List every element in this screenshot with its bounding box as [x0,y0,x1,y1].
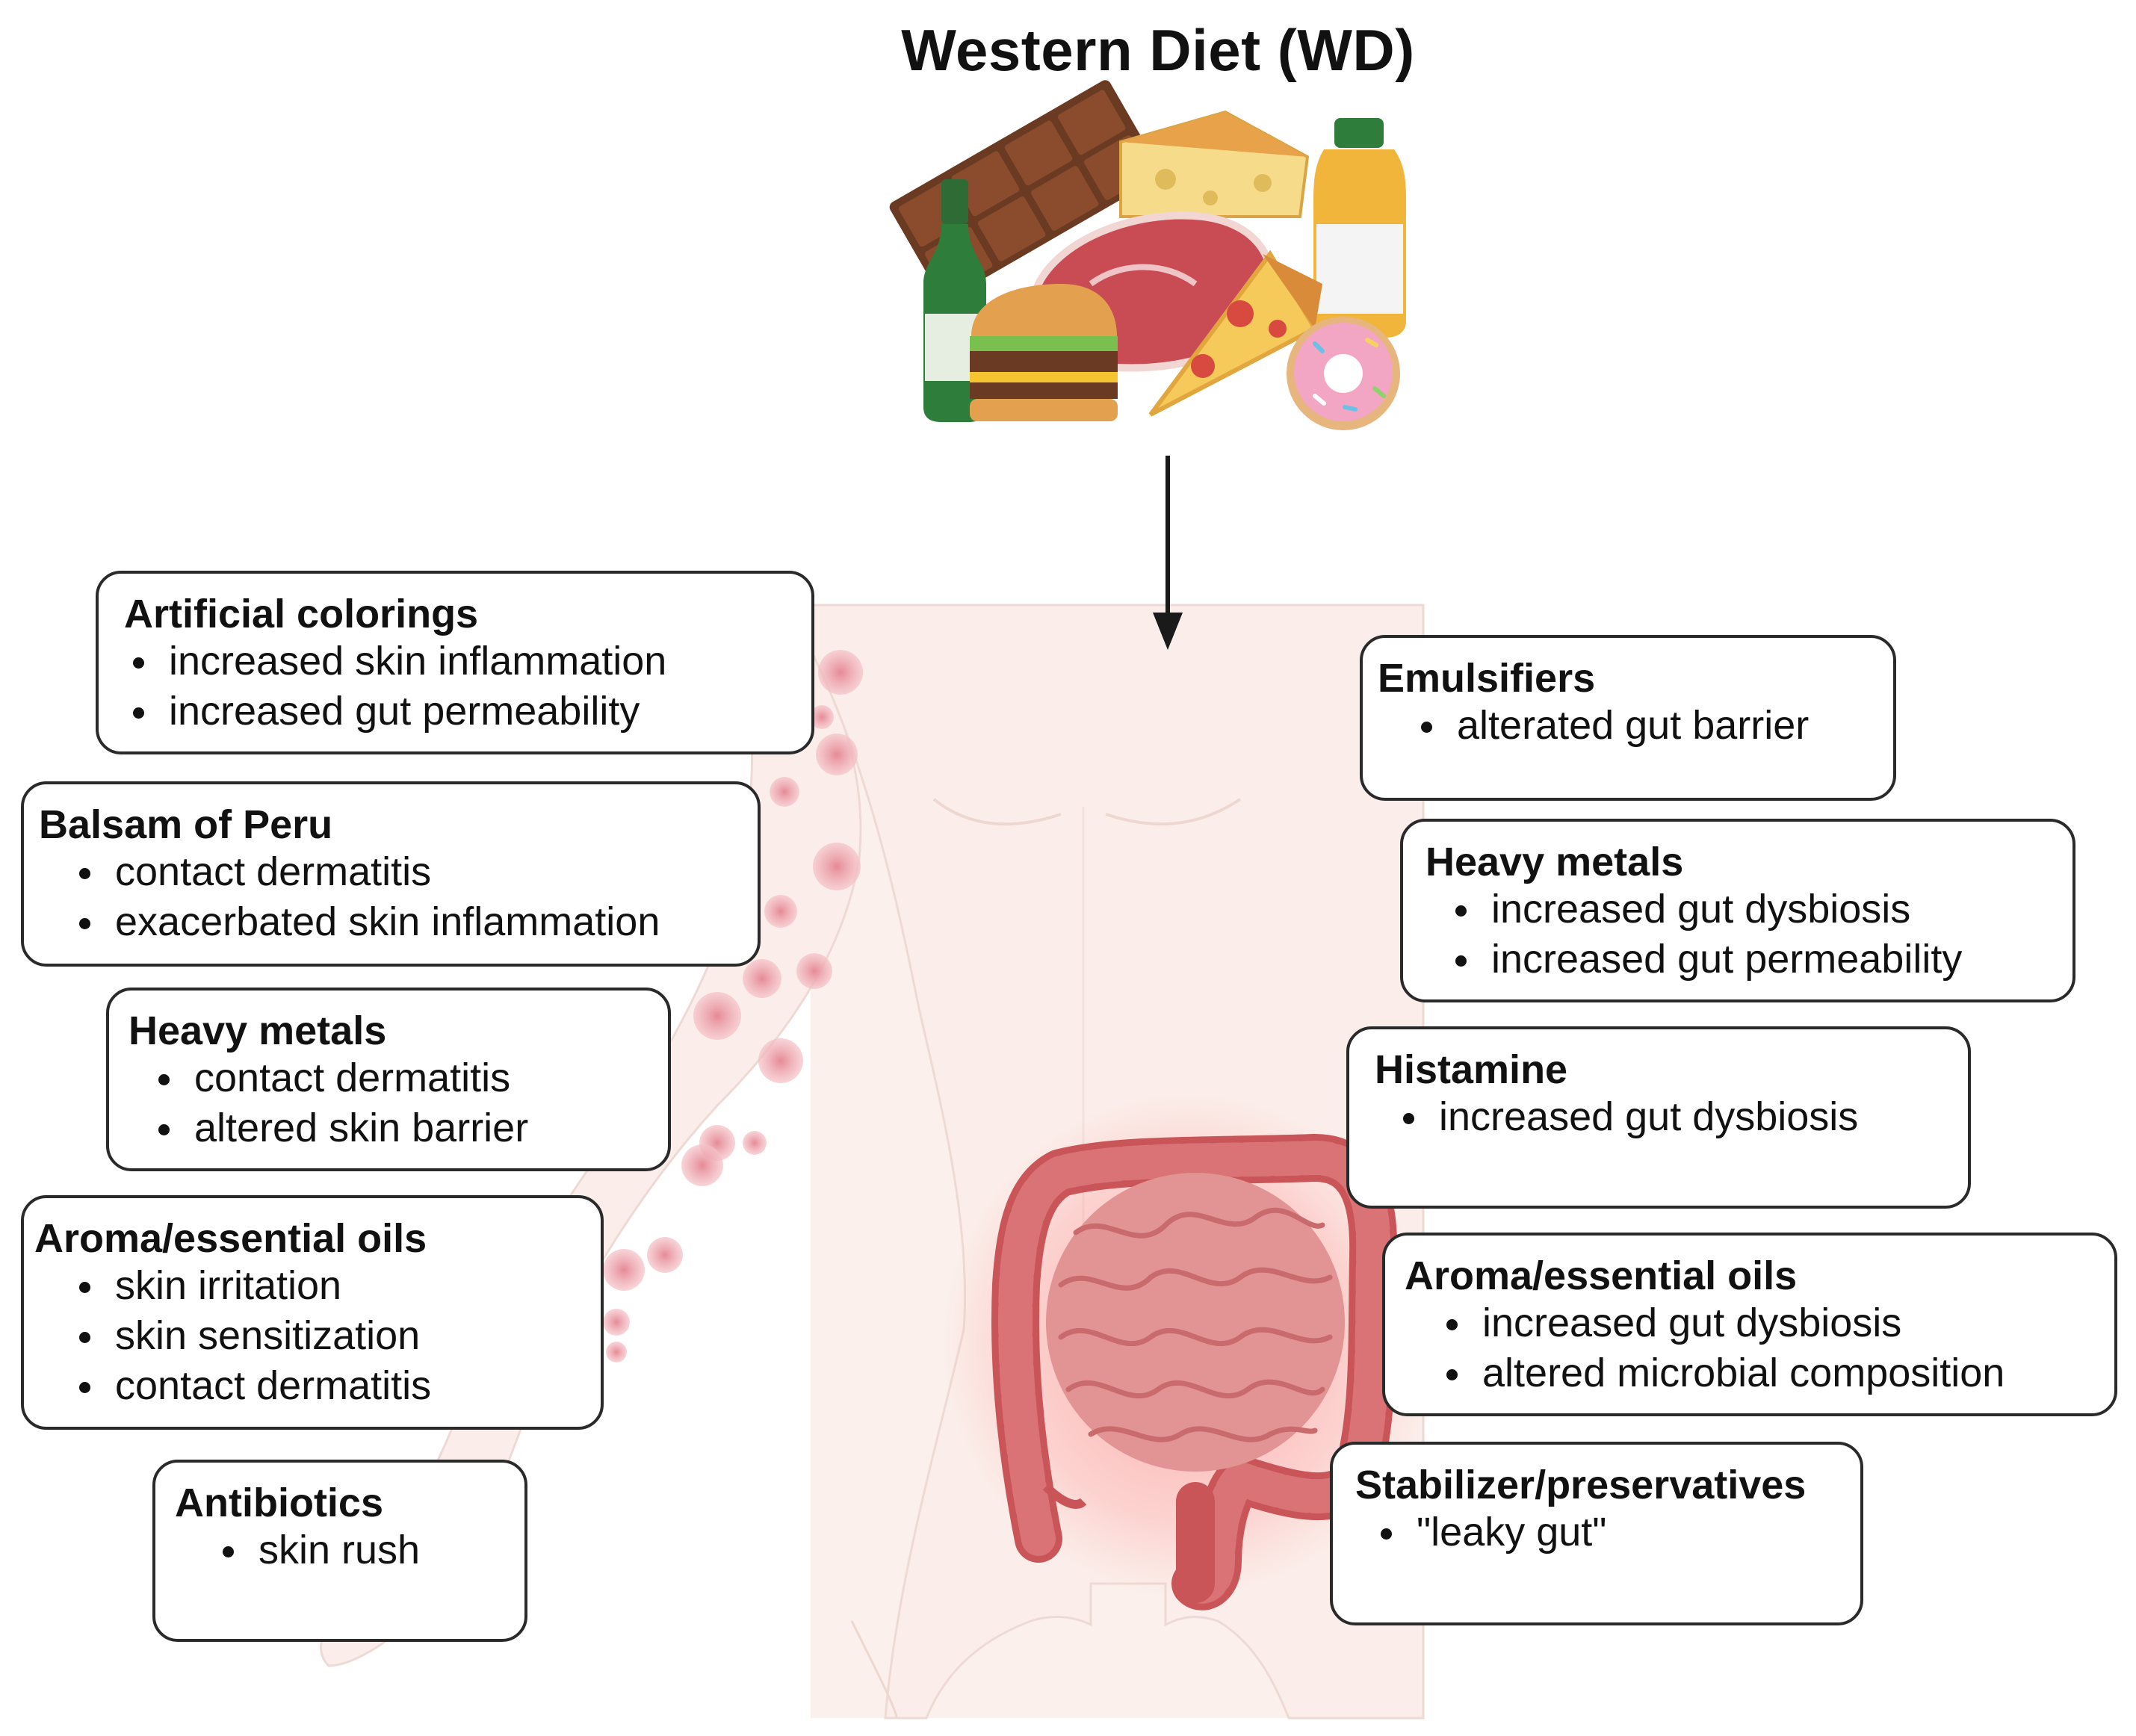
list-item: increased gut permeability [1446,934,2047,985]
skin-rash-spots [603,650,863,1363]
box-heading: Balsam of Peru [39,802,333,847]
box-heading: Antibiotics [175,1481,383,1525]
list-item: contact dermatitis [70,1361,575,1411]
box-heading: Stabilizer/preservatives [1355,1463,1807,1507]
list-item: increased gut dysbiosis [1394,1092,1942,1142]
box-heading: Aroma/essential oils [34,1216,427,1261]
box-heading: Emulsifiers [1378,656,1596,701]
down-arrow [1153,456,1183,650]
western-diet-foods-illustration [889,80,1406,430]
box-heading: Heavy metals [129,1008,387,1053]
list-item: altered skin barrier [149,1103,643,1153]
box-heading: Artificial colorings [124,592,479,636]
box-heading: Heavy metals [1425,840,1684,884]
box-heading: Aroma/essential oils [1405,1253,1798,1298]
box-antibiotics: Antibiotics skin rush [152,1460,527,1642]
box-balsam-of-peru: Balsam of Peru contact dermatitis exacer… [21,781,761,967]
list-item: "leaky gut" [1372,1507,1835,1557]
box-heavy-metals-gut: Heavy metals increased gut dysbiosis inc… [1400,819,2075,1002]
box-artificial-colorings: Artificial colorings increased skin infl… [96,571,814,754]
inflamed-intestines-icon [941,1091,1434,1611]
list-item: increased gut dysbiosis [1446,884,2047,934]
diagram-title: Western Diet (WD) [901,17,1415,83]
box-heading: Histamine [1375,1047,1568,1092]
list-item: alterated gut barrier [1412,701,1868,751]
list-item: increased skin inflammation [124,636,786,686]
box-emulsifiers: Emulsifiers alterated gut barrier [1360,635,1896,801]
list-item: increased gut permeability [124,686,786,737]
box-histamine: Histamine increased gut dysbiosis [1346,1026,1971,1209]
list-item: increased gut dysbiosis [1437,1298,2089,1348]
box-heavy-metals-skin: Heavy metals contact dermatitis altered … [106,988,671,1171]
list-item: altered microbial composition [1437,1348,2089,1398]
box-stabilizer-preservatives: Stabilizer/preservatives "leaky gut" [1330,1442,1863,1625]
list-item: exacerbated skin inflammation [70,897,732,947]
list-item: skin rush [214,1525,499,1575]
list-item: contact dermatitis [149,1053,643,1103]
list-item: skin sensitization [70,1311,575,1361]
list-item: skin irritation [70,1261,575,1311]
box-aroma-oils-gut: Aroma/essential oils increased gut dysbi… [1382,1233,2117,1416]
list-item: contact dermatitis [70,847,732,897]
box-aroma-oils-skin: Aroma/essential oils skin irritation ski… [21,1195,604,1430]
